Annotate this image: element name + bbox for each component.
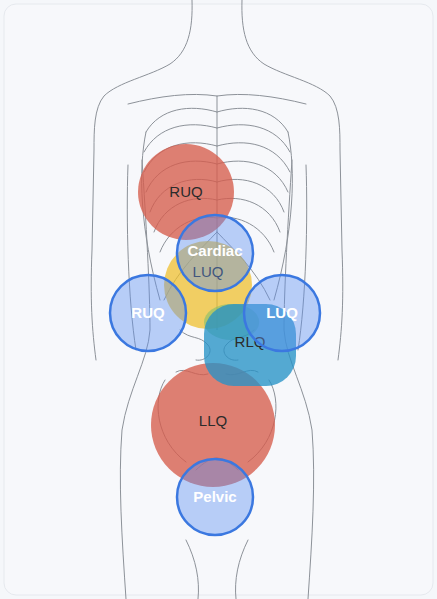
circle-shape [177, 459, 253, 535]
region-label: Pelvic [193, 488, 236, 506]
probe-circle: Cardiac [177, 215, 253, 291]
node-texts: Pelvic [177, 459, 253, 535]
circle-shape [177, 215, 253, 291]
region-label: LUQ [266, 304, 298, 322]
region-label: RUQ [169, 183, 202, 201]
region-label: Cardiac [187, 242, 242, 260]
node-texts: RUQ [110, 275, 186, 351]
circle-shape [110, 275, 186, 351]
probe-circle: RUQ [110, 275, 186, 351]
blob-shape [204, 304, 296, 386]
region-label: RUQ [131, 304, 164, 322]
node-texts: Cardiac [177, 213, 253, 289]
circle-shape [244, 275, 320, 351]
node-texts: LUQ [244, 275, 320, 351]
probe-circle: Pelvic [177, 459, 253, 535]
region-label: LLQ [199, 412, 227, 430]
probe-circle: LUQ [244, 275, 320, 351]
